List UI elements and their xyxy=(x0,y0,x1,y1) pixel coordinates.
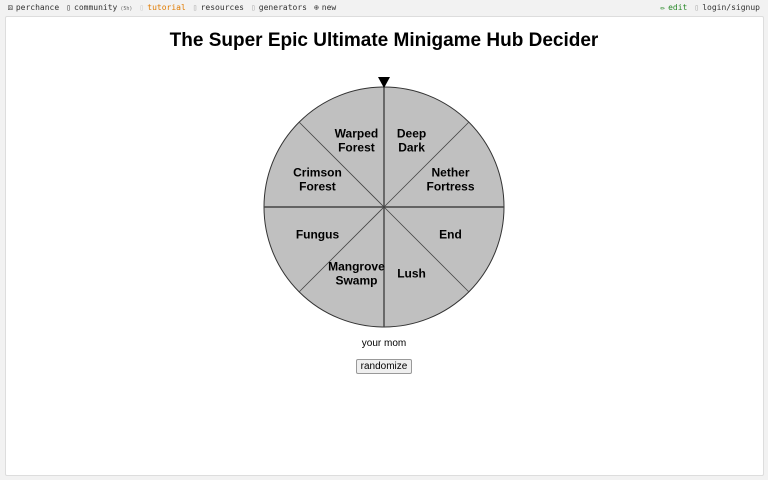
nav-community[interactable]: ▯community(5h) xyxy=(66,3,133,12)
result-text: your mom xyxy=(361,338,407,349)
segment-label: End xyxy=(439,228,462,242)
nav-new[interactable]: ⊕new xyxy=(313,3,337,12)
folder-icon: ▯ xyxy=(192,3,198,12)
segment-label-line: Mangrove xyxy=(328,260,385,274)
top-nav-bar: ⚄perchance ▯community(5h) ▯tutorial ▯res… xyxy=(0,0,768,16)
nav-generators[interactable]: ▯generators xyxy=(250,3,307,12)
segment-label-line: End xyxy=(439,228,462,242)
nav-resources[interactable]: ▯resources xyxy=(192,3,244,12)
nav-right-group: ✏edit ▯login/signup xyxy=(660,3,760,12)
dice-icon: ⚄ xyxy=(8,3,13,12)
nav-perchance[interactable]: ⚄perchance xyxy=(8,3,60,12)
segment-label-line: Lush xyxy=(397,267,426,281)
segment-label-line: Forest xyxy=(338,140,375,154)
nav-left-group: ⚄perchance ▯community(5h) ▯tutorial ▯res… xyxy=(8,3,336,12)
segment-divider xyxy=(298,206,385,293)
page-title: The Super Epic Ultimate Minigame Hub Dec… xyxy=(169,30,599,51)
nav-tutorial[interactable]: ▯tutorial xyxy=(139,3,186,12)
pointer-triangle-icon xyxy=(378,77,390,88)
segment-label-line: Warped xyxy=(335,126,379,140)
segment-label-line: Deep xyxy=(397,126,426,140)
segment-label-line: Forest xyxy=(299,179,336,193)
segment-label-line: Fortress xyxy=(427,179,475,193)
nav-login[interactable]: ▯login/signup xyxy=(694,3,760,12)
segment-label-line: Fungus xyxy=(296,228,340,242)
gear-icon: ▯ xyxy=(250,3,256,12)
segment-label-line: Crimson xyxy=(293,165,342,179)
randomize-button[interactable]: randomize xyxy=(356,359,412,374)
segment-label: Fungus xyxy=(296,228,340,242)
segment-divider xyxy=(298,121,385,208)
book-icon: ▯ xyxy=(139,3,145,12)
segment-divider xyxy=(383,206,470,293)
segment-label-line: Dark xyxy=(398,140,425,154)
pencil-icon: ✏ xyxy=(660,3,666,12)
plus-circle-icon: ⊕ xyxy=(313,3,319,12)
segment-label-line: Nether xyxy=(432,165,470,179)
segment-label-line: Swamp xyxy=(335,274,377,288)
nav-edit[interactable]: ✏edit xyxy=(660,3,688,12)
user-icon: ▯ xyxy=(694,3,700,12)
segment-label: Lush xyxy=(397,267,426,281)
chat-icon: ▯ xyxy=(66,3,72,12)
segment-divider xyxy=(383,121,470,208)
